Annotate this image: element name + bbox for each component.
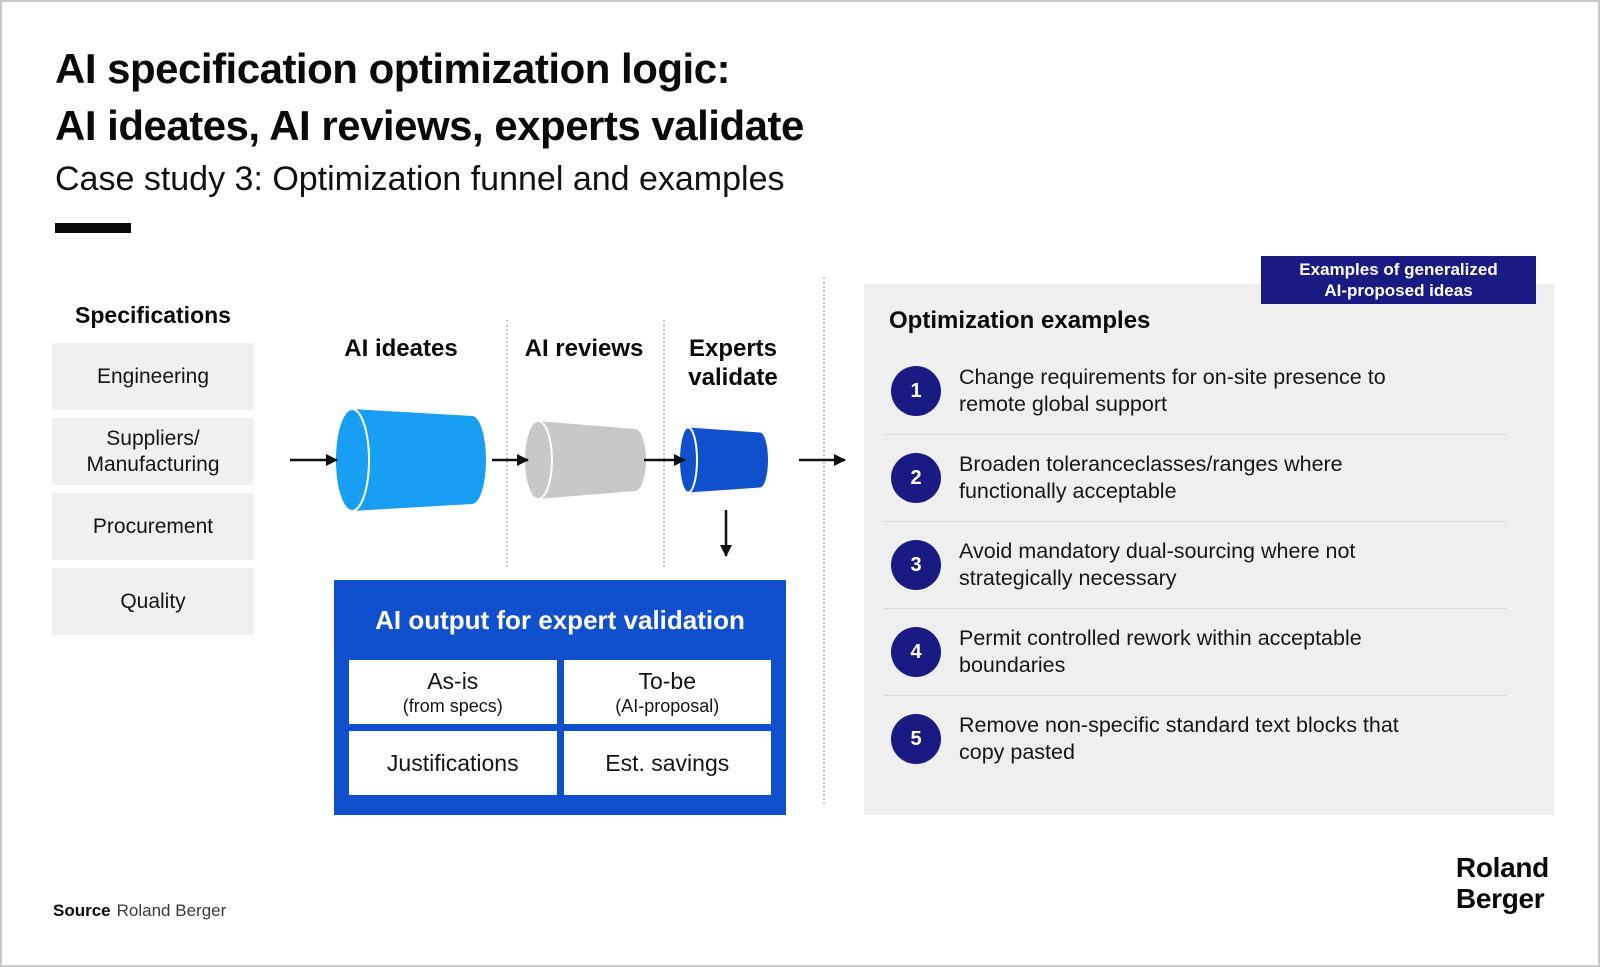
optimization-examples-panel: Optimization examples 1 Change requireme… bbox=[864, 284, 1554, 815]
ai-output-box: AI output for expert validation As-is (f… bbox=[334, 580, 786, 815]
stage-label-ai-reviews: AI reviews bbox=[524, 335, 644, 362]
generalized-ideas-badge: Examples of generalized AI-proposed idea… bbox=[1261, 256, 1536, 304]
output-cell-main: As-is bbox=[427, 667, 479, 694]
output-cell-to-be: To-be (AI-proposal) bbox=[563, 660, 771, 724]
source-value: Roland Berger bbox=[116, 901, 227, 920]
logo-line-2: Berger bbox=[1455, 883, 1545, 914]
title-line-2: AI ideates, AI reviews, experts validate bbox=[55, 102, 804, 149]
ai-output-grid: As-is (from specs) To-be (AI-proposal) J… bbox=[349, 660, 771, 795]
panel-header: Optimization examples bbox=[889, 307, 1151, 334]
number-badge-1: 1 bbox=[891, 366, 941, 416]
funnel-cone-ai-ideates bbox=[334, 408, 486, 512]
output-cell-sub: (AI-proposal) bbox=[615, 695, 720, 716]
stage-divider-3 bbox=[823, 277, 825, 804]
number-badge-2: 2 bbox=[891, 453, 941, 503]
title-underline-bar bbox=[55, 223, 131, 233]
number-badge-3: 3 bbox=[891, 540, 941, 590]
logo-line-1: Roland bbox=[1455, 852, 1549, 883]
example-item-5: 5 Remove non-specific standard text bloc… bbox=[883, 696, 1507, 782]
spec-box-suppliers-manufacturing: Suppliers/ Manufacturing bbox=[52, 418, 254, 485]
example-list: 1 Change requirements for on-site presen… bbox=[864, 348, 1554, 782]
title-line-1: AI specification optimization logic: bbox=[55, 45, 731, 92]
output-cell-main: Justifications bbox=[386, 749, 519, 776]
example-item-1: 1 Change requirements for on-site presen… bbox=[883, 348, 1507, 435]
stage-divider-2 bbox=[663, 320, 665, 567]
output-cell-main: Est. savings bbox=[605, 749, 730, 776]
spec-box-quality: Quality bbox=[52, 568, 254, 635]
example-item-3: 3 Avoid mandatory dual-sourcing where no… bbox=[883, 522, 1507, 609]
example-text: Avoid mandatory dual-sourcing where not … bbox=[959, 539, 1356, 590]
output-cell-justifications: Justifications bbox=[349, 731, 557, 795]
output-cell-main: To-be bbox=[638, 667, 697, 694]
output-cell-as-is: As-is (from specs) bbox=[349, 660, 557, 724]
example-text: Change requirements for on-site presence… bbox=[959, 365, 1386, 416]
example-item-2: 2 Broaden toleranceclasses/ranges where … bbox=[883, 435, 1507, 522]
funnel-cone-experts-validate bbox=[678, 426, 768, 494]
stage-divider-1 bbox=[506, 320, 508, 567]
specifications-header: Specifications bbox=[75, 302, 231, 328]
badge-line-1: Examples of generalized bbox=[1299, 260, 1498, 279]
specifications-list: Engineering Suppliers/ Manufacturing Pro… bbox=[52, 343, 254, 635]
spec-box-engineering: Engineering bbox=[52, 343, 254, 410]
stage-label-experts-validate: Experts validate bbox=[688, 335, 778, 391]
example-item-4: 4 Permit controlled rework within accept… bbox=[883, 609, 1507, 696]
funnel-cone-ai-reviews bbox=[523, 420, 646, 500]
ai-output-box-title: AI output for expert validation bbox=[375, 604, 745, 635]
page-subtitle: Case study 3: Optimization funnel and ex… bbox=[55, 160, 785, 198]
funnel-diagram bbox=[290, 408, 846, 557]
number-badge-4: 4 bbox=[891, 627, 941, 677]
number-badge-5: 5 bbox=[891, 714, 941, 764]
page-title: AI specification optimization logic: AI … bbox=[55, 40, 804, 154]
example-text: Remove non-specific standard text blocks… bbox=[959, 713, 1399, 764]
roland-berger-logo: Roland Berger bbox=[1456, 852, 1549, 914]
spec-box-procurement: Procurement bbox=[52, 493, 254, 560]
example-text: Permit controlled rework within acceptab… bbox=[959, 626, 1362, 677]
badge-line-2: AI-proposed ideas bbox=[1324, 281, 1473, 300]
stage-label-ai-ideates: AI ideates bbox=[344, 335, 458, 362]
source-line: Source Roland Berger bbox=[53, 901, 226, 921]
output-cell-est-savings: Est. savings bbox=[563, 731, 771, 795]
example-text: Broaden toleranceclasses/ranges where fu… bbox=[959, 452, 1343, 503]
specifications-column: Specifications Engineering Suppliers/ Ma… bbox=[52, 299, 254, 635]
source-label: Source bbox=[53, 901, 111, 920]
output-cell-sub: (from specs) bbox=[402, 695, 503, 716]
